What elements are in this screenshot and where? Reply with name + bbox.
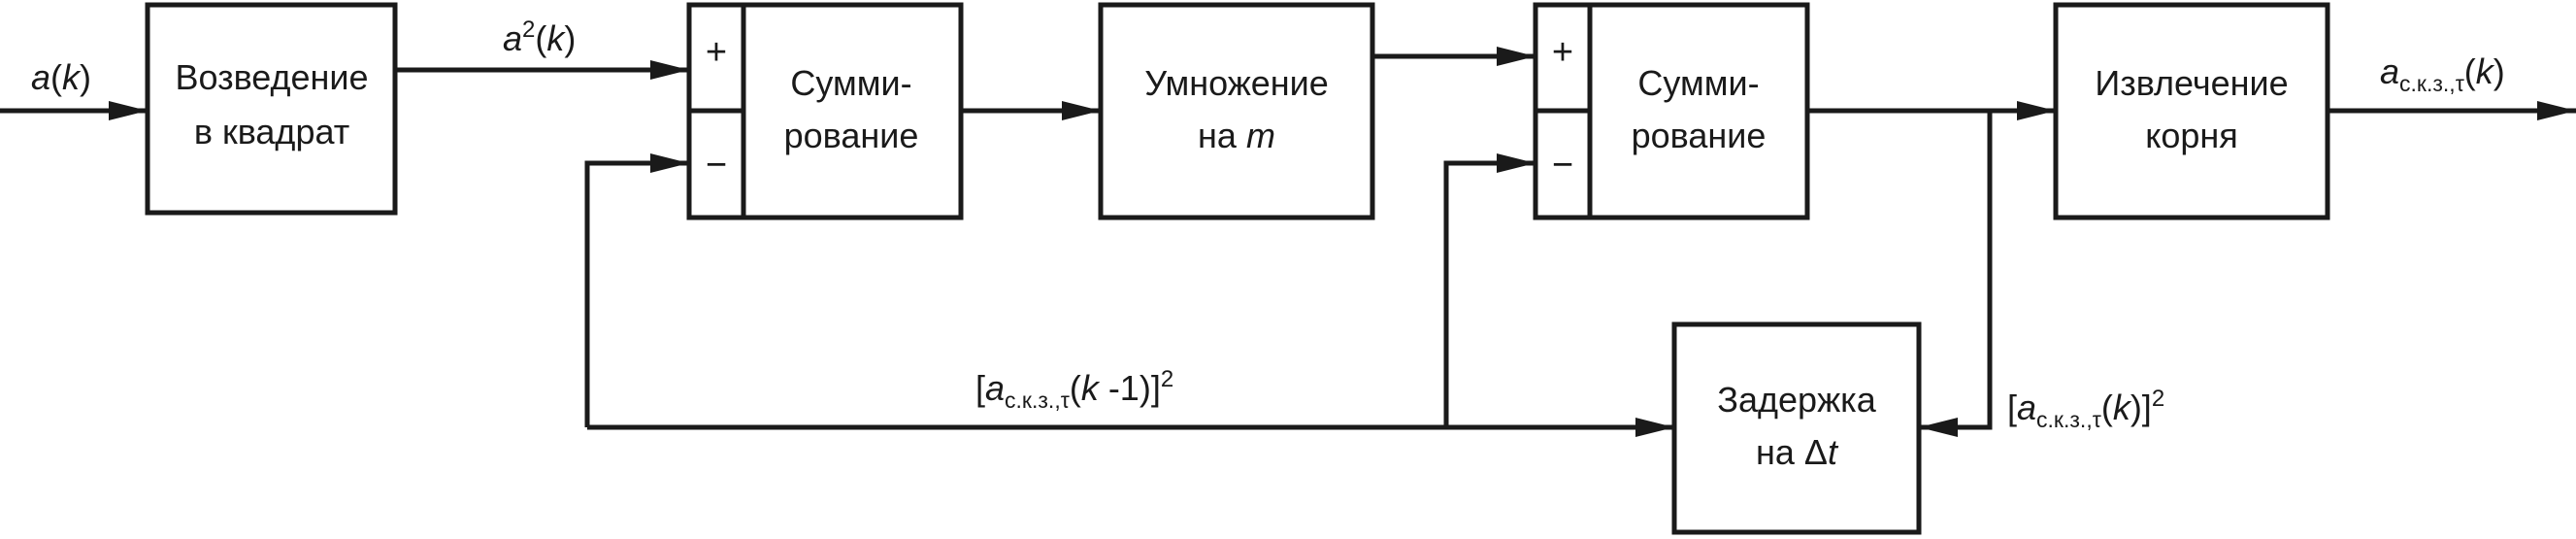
sum1-plus-sign: + (706, 32, 727, 73)
sum2-minus-sign: − (1552, 145, 1573, 185)
output-signal-label: aс.к.з.,τ(k) (2380, 51, 2505, 96)
sum1-block: + − Сумми- рование (686, 2, 964, 220)
multiply-label-line2: на m (1198, 116, 1275, 155)
sum1-label-line2: рование (784, 116, 919, 155)
root-label-line1: Извлечение (2095, 63, 2288, 103)
sum1-minus-sign: − (706, 145, 727, 185)
multiply-label-line1: Умножение (1144, 63, 1329, 103)
squared-signal-label: a2(k) (503, 17, 576, 58)
square-block: Возведение в квадрат (145, 2, 398, 216)
root-label-line2: корня (2145, 116, 2238, 155)
multiply-block: Умножение на m (1098, 2, 1375, 220)
input-signal-label: a(k) (31, 57, 91, 97)
delay-label-line2: на Δt (1756, 432, 1839, 472)
delay-label-line1: Задержка (1717, 380, 1876, 420)
current-signal-label: [aс.к.з.,τ(k)]2 (2007, 386, 2164, 432)
square-block-label-line2: в квадрат (194, 112, 349, 152)
feedback-to-delay-arrow (1919, 111, 1993, 437)
sum2-plus-sign: + (1552, 32, 1573, 73)
root-block: Извлечение корня (2053, 2, 2330, 220)
sum2-block: + − Сумми- рование (1533, 2, 1810, 220)
sum2-label-line2: рование (1632, 116, 1767, 155)
delay-to-sum1-arrow (584, 153, 689, 427)
delay-to-sum2-arrow (1443, 153, 1536, 427)
sum2-label-line1: Сумми- (1637, 63, 1759, 103)
square-block-label-line1: Возведение (175, 57, 368, 97)
sum1-label-line1: Сумми- (790, 63, 911, 103)
delayed-signal-label: [aс.к.з.,τ(k -1)]2 (975, 366, 1173, 413)
delay-block: Задержка на Δt (1671, 321, 1922, 535)
